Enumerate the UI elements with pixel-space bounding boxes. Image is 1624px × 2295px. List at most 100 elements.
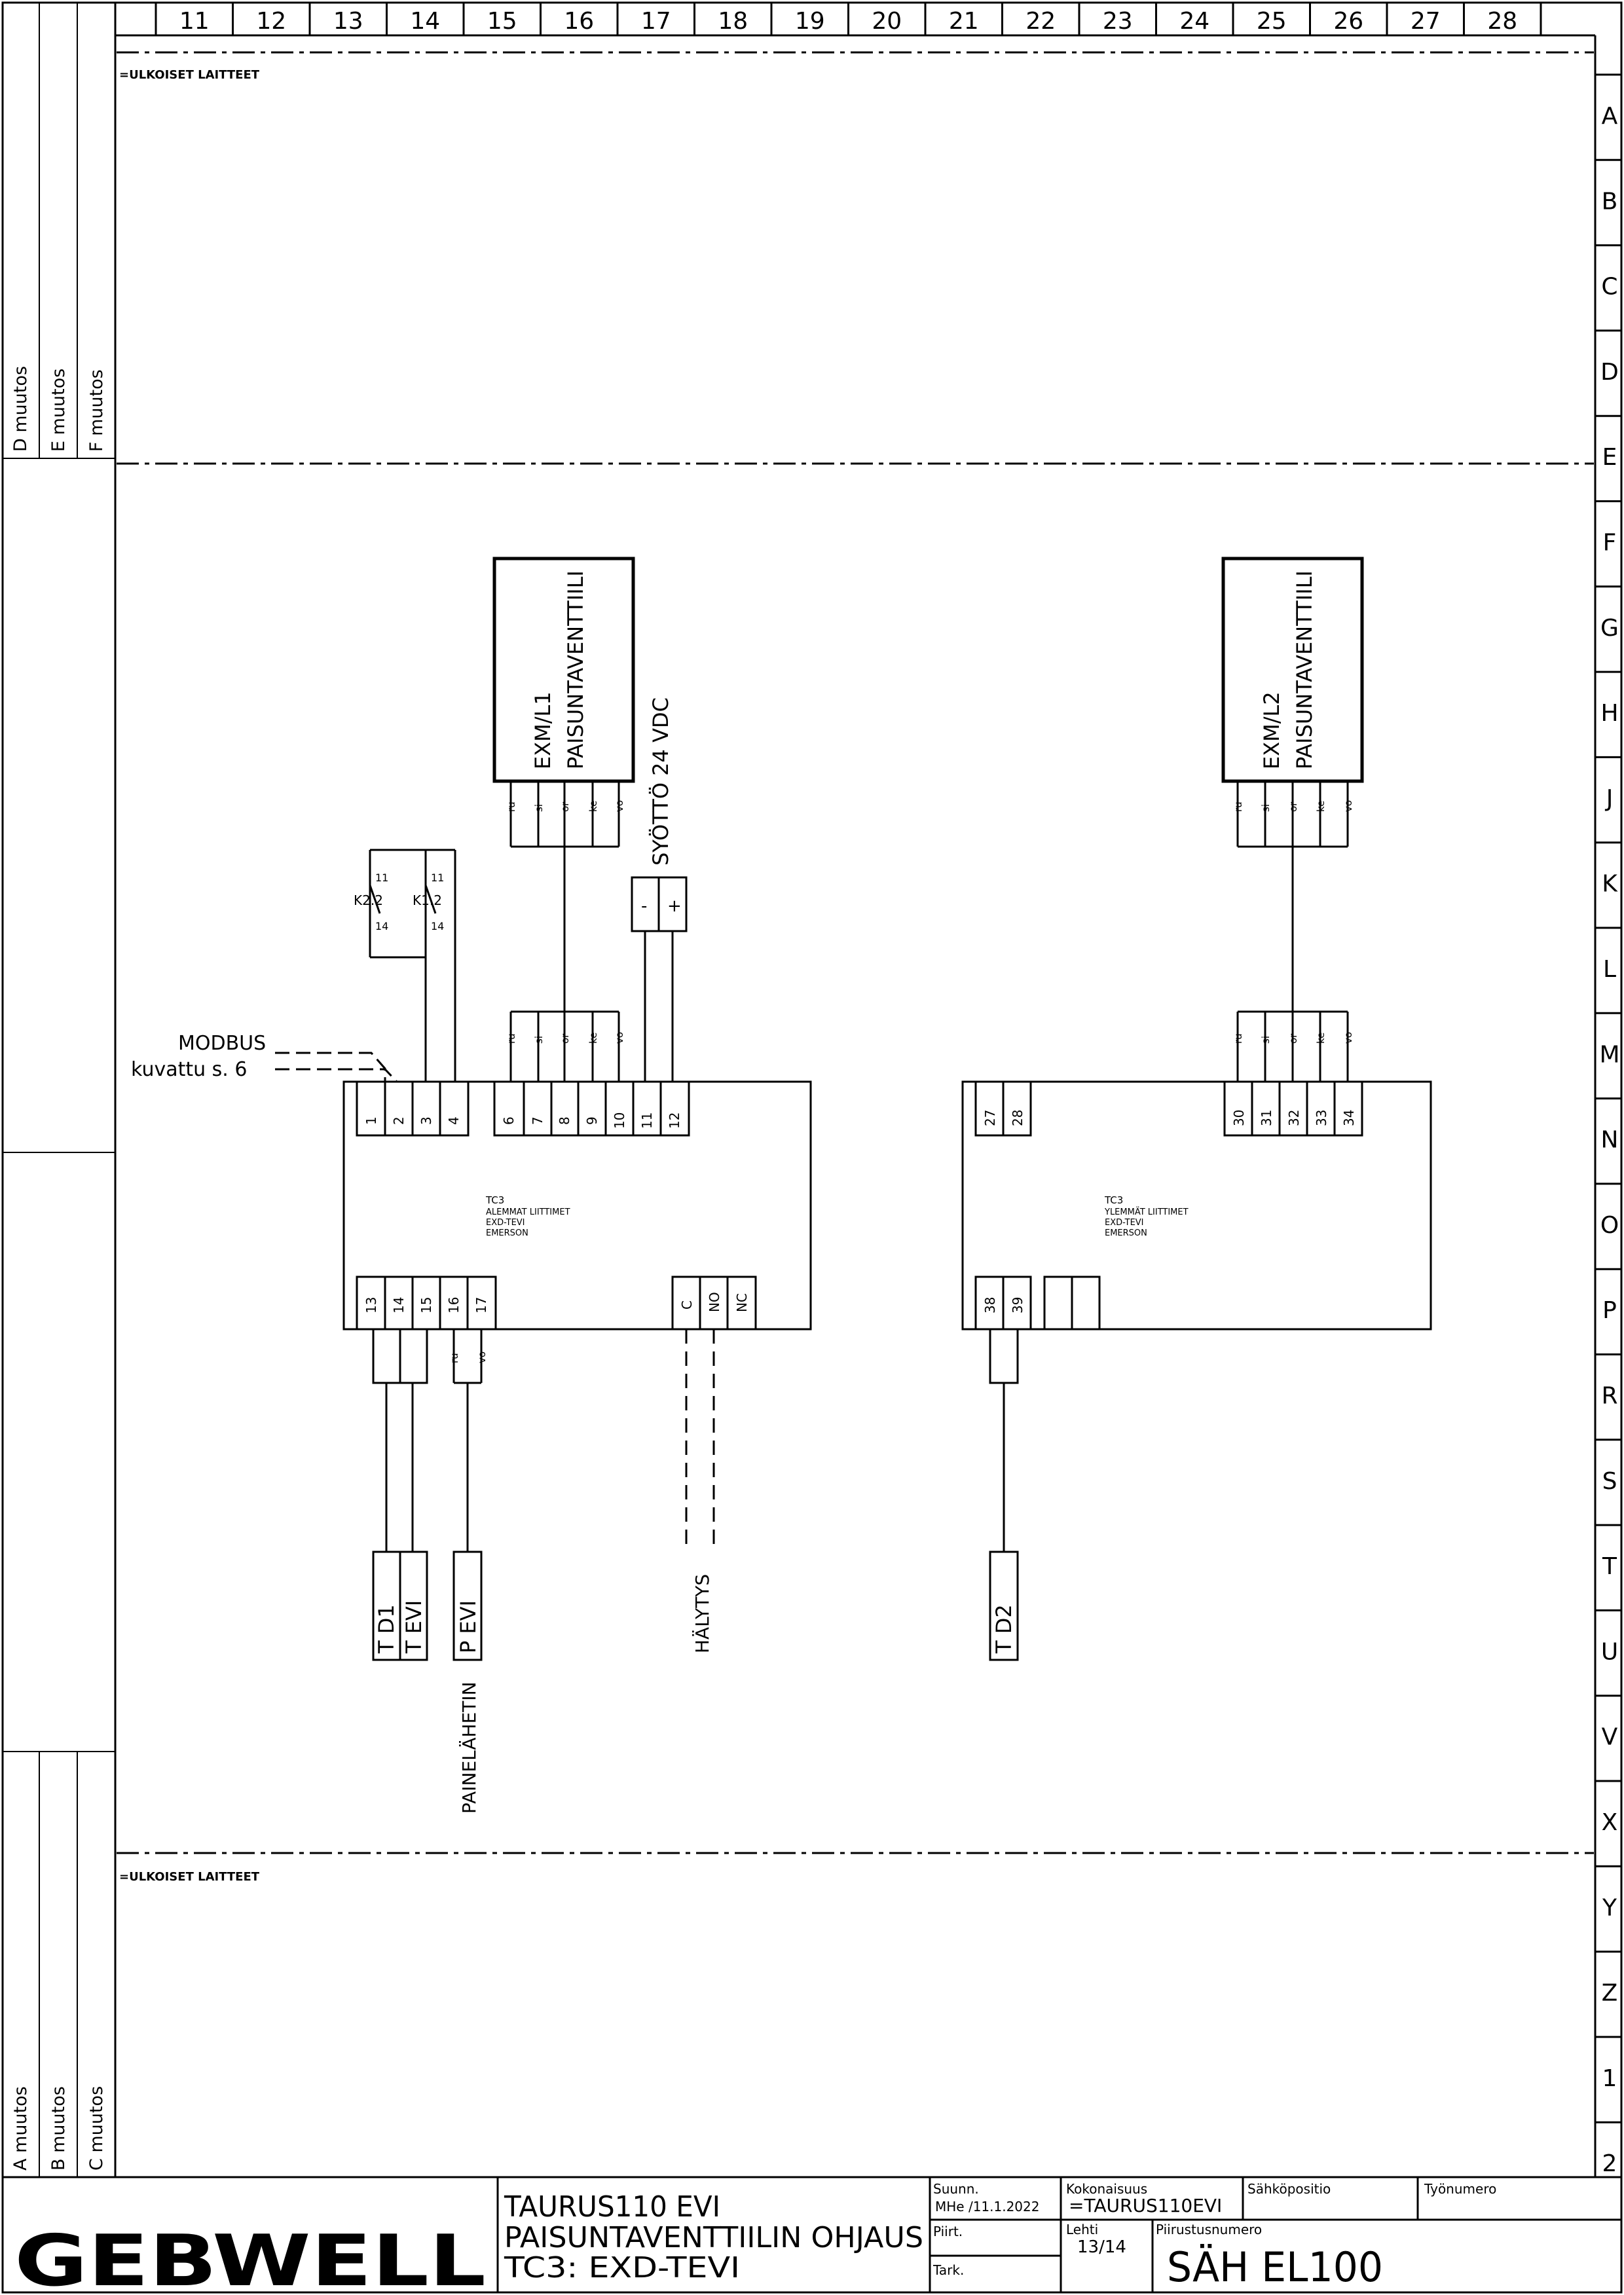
revision-c-label: C muutos (86, 2086, 107, 2171)
supply-terminal-block (631, 876, 688, 1082)
terminal-label: 4 (446, 1116, 462, 1125)
column-label: 18 (718, 8, 748, 35)
terminal-label: 10 (612, 1112, 627, 1129)
expansion-valve-2-id: EXM/L2 (1259, 691, 1284, 769)
column-label: 25 (1257, 8, 1287, 35)
valve-1-wire-bundle (509, 781, 620, 1082)
pressure-wire-colors: ru vo (449, 1351, 488, 1363)
column-label: 28 (1487, 8, 1517, 35)
terminal-label: 11 (639, 1112, 655, 1129)
terminal-label: 32 (1286, 1110, 1302, 1126)
sahkopositio-label: Sähköpositio (1247, 2181, 1331, 2197)
alarm-terminal-label: NC (734, 1293, 750, 1312)
row-label: V (1602, 1724, 1618, 1751)
wire-color-label: ru (1232, 1033, 1244, 1044)
valve-1-wire-colors-lower: ru si or ke vo (506, 1032, 625, 1044)
kokonaisuus-value: =TAURUS110EVI (1069, 2195, 1222, 2216)
wire-color-label: vo (614, 1032, 625, 1044)
terminal-label: 31 (1259, 1110, 1274, 1126)
controller-right-text: TC3 YLEMMÄT LIITTIMET EXD-TEVI EMERSON (1104, 1194, 1189, 1238)
wire-color-label: ru (506, 1033, 517, 1044)
relay-k12-term2: 14 (431, 920, 444, 932)
row-label: S (1602, 1468, 1617, 1495)
terminal-label: 8 (557, 1116, 572, 1125)
wire-color-label: vo (1342, 800, 1354, 812)
modbus-reference: kuvattu s. 6 (131, 1058, 247, 1081)
alarm-wires (685, 1329, 715, 1552)
sensor-boxes-left (372, 1551, 483, 1661)
column-label: 14 (410, 8, 440, 35)
row-label: Z (1602, 1980, 1618, 2007)
wire-color-label: vo (1342, 1032, 1354, 1044)
wire-color-label: si (1260, 1036, 1272, 1044)
zone-label-bottom: =ULKOISET LAITTEET (119, 1870, 260, 1884)
terminal-label: 39 (1010, 1297, 1025, 1313)
terminal-label: 14 (391, 1297, 407, 1313)
column-label: 11 (179, 8, 210, 35)
controller-right-line: YLEMMÄT LIITTIMET (1104, 1207, 1189, 1217)
controller-left-line: TC3 (485, 1194, 504, 1206)
controller-left-text: TC3 ALEMMAT LIITTIMET EXD-TEVI EMERSON (485, 1194, 570, 1238)
terminal-label: 27 (982, 1110, 998, 1126)
row-label: F (1603, 530, 1617, 557)
wire-color-label: or (559, 801, 571, 812)
alarm-terminal-label: NO (707, 1292, 722, 1312)
terminal-label: 7 (530, 1116, 545, 1125)
controller-left-line: EXD-TEVI (486, 1218, 525, 1228)
controller-right-top-terminals (974, 1080, 1363, 1137)
wire-color-label: or (1287, 1033, 1299, 1044)
controller-left-line: EMERSON (486, 1228, 528, 1238)
row-label: 2 (1602, 2150, 1617, 2177)
tyonumero-label: Työnumero (1424, 2181, 1496, 2197)
sensor-tevi: T EVI (401, 1600, 426, 1654)
controller-left-top-terminal-labels: 1 2 3 4 6 7 8 9 10 11 12 (363, 1112, 682, 1129)
row-label: G (1600, 615, 1619, 642)
terminal-label: 6 (501, 1116, 517, 1125)
revision-d-label: D muutos (10, 366, 31, 452)
piirustusnumero-label: Piirustusnumero (1156, 2222, 1262, 2237)
modbus-wires (275, 1052, 398, 1083)
sensor-wiring-left (372, 1328, 483, 1552)
row-label: A (1602, 103, 1618, 130)
zone-label-top: =ULKOISET LAITTEET (119, 68, 260, 82)
controller-right-line: EXD-TEVI (1105, 1218, 1144, 1228)
row-label: P (1602, 1297, 1617, 1324)
sensor-td1: T D1 (374, 1604, 399, 1654)
column-label: 23 (1103, 8, 1133, 35)
row-label: H (1600, 700, 1618, 727)
revision-labels: D muutos E muutos F muutos A muutos B mu… (10, 366, 107, 2171)
row-label: K (1602, 871, 1618, 898)
lehti-value: 13/14 (1077, 2237, 1126, 2257)
expansion-valve-1-id: EXM/L1 (530, 691, 555, 769)
wire-color-label: or (559, 1033, 571, 1044)
revision-e-label: E muutos (48, 369, 69, 452)
column-label: 17 (641, 8, 671, 35)
controller-left-line: ALEMMAT LIITTIMET (486, 1207, 570, 1217)
row-label: X (1602, 1809, 1618, 1836)
row-label: D (1600, 359, 1619, 386)
sensor-wiring-right (989, 1328, 1019, 1661)
zone-boundaries (117, 51, 1594, 1854)
column-label: 12 (256, 8, 286, 35)
column-label: 24 (1179, 8, 1209, 35)
row-label: Y (1602, 1894, 1617, 1921)
wire-color-label: ke (587, 1033, 599, 1044)
tark-label: Tark. (932, 2262, 964, 2278)
supply-minus: - (641, 896, 647, 916)
valve-2-wire-colors-upper: ru si or ke vo (1232, 800, 1354, 812)
terminal-label: 34 (1341, 1110, 1357, 1126)
column-label: 21 (949, 8, 979, 35)
controller-right-line: EMERSON (1105, 1228, 1147, 1238)
wire-color-label: ke (1315, 1033, 1327, 1044)
revision-b-label: B muutos (48, 2086, 69, 2171)
row-label: C (1601, 274, 1617, 301)
wire-color-label: ru (1232, 801, 1244, 812)
wire-color-label: si (533, 1036, 545, 1044)
valve-2-wire-bundle (1236, 781, 1349, 1082)
revision-a-label: A muutos (10, 2086, 31, 2171)
relay-k22-name: K2.2 (354, 892, 383, 908)
drawing-title-1: TAURUS110 EVI (504, 2190, 720, 2224)
